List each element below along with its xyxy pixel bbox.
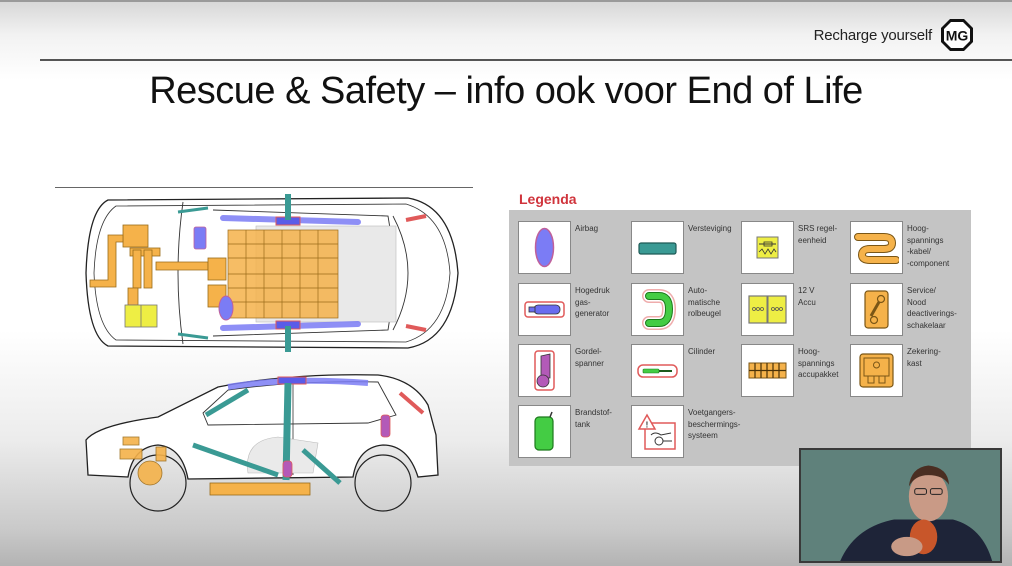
svg-text:!: ! (646, 421, 649, 430)
legend-item-pedestrian-protection: ! Voetgangers- beschermings- systeem (631, 405, 740, 458)
legend-item-rollbar: Auto- matische rolbeugel (631, 283, 721, 336)
legend-item-gas-generator: Hogedruk gas- generator (518, 283, 610, 336)
legend-panel: Airbag Versteviging SRS regel- eenheid H… (509, 210, 971, 466)
legend-item-airbag: Airbag (518, 221, 598, 274)
fuel-tank-icon (534, 411, 554, 451)
belt-tensioner-icon (534, 350, 555, 391)
legend-item-belt-tensioner: Gordel- spanner (518, 344, 604, 397)
brand-header: Recharge yourself MG (814, 18, 974, 52)
airbag-icon (534, 227, 555, 268)
legend-item-high-voltage-cable: Hoog- spannings -kabel/ -component (850, 221, 949, 274)
gas-generator-icon (524, 301, 565, 318)
legend-item-battery-12v: 12 V Accu (741, 283, 816, 336)
top-edge (0, 0, 1012, 2)
srs-control-unit-icon (756, 236, 779, 259)
high-voltage-battery-pack-icon (748, 362, 787, 379)
legend-item-reinforcement: Versteviging (631, 221, 732, 274)
legend-item-service-disconnect: Service/ Nood deactiverings- schakelaar (850, 283, 957, 336)
cylinder-icon (637, 364, 678, 378)
presenter-webcam (799, 448, 1002, 563)
pedestrian-protection-icon: ! (637, 413, 676, 450)
legend-item-fuel-tank: Brandstof- tank (518, 405, 612, 458)
legend-item-cylinder: Cilinder (631, 344, 715, 397)
slide-title: Rescue & Safety – info ook voor End of L… (149, 70, 863, 112)
legend-item-fuse-box: Zekering- kast (850, 344, 941, 397)
fuse-box-icon (859, 353, 894, 388)
reinforcement-icon (638, 242, 677, 255)
legend-title: Legenda (519, 191, 577, 207)
legend-item-srs-control-unit: SRS regel- eenheid (741, 221, 837, 274)
presenter-video-frame (801, 450, 1000, 561)
service-disconnect-switch-icon (864, 290, 889, 329)
battery-12v-icon (748, 295, 787, 324)
header-divider (40, 59, 1012, 61)
diagram-divider (55, 187, 473, 188)
brand-tagline: Recharge yourself (813, 26, 933, 44)
legend-item-hv-battery-pack: Hoog- spannings accupakket (741, 344, 838, 397)
high-voltage-cable-icon (854, 233, 899, 264)
car-top-view-rescue-diagram (85, 194, 459, 352)
svg-text:MG: MG (946, 28, 969, 44)
rollbar-icon (642, 289, 677, 330)
car-side-view-rescue-diagram (85, 374, 439, 512)
mg-octagon-logo-icon: MG (941, 19, 973, 51)
